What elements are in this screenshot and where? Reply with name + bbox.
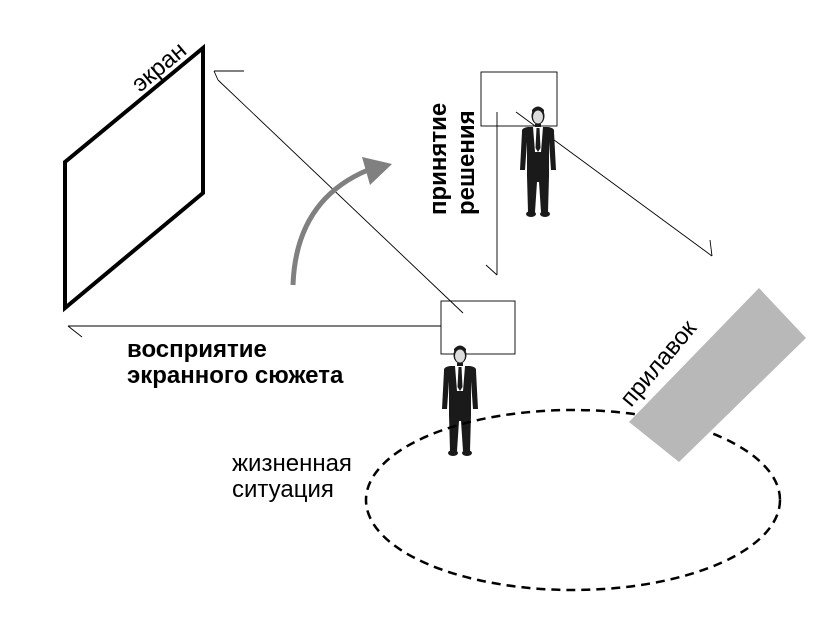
person-figure-icon [520, 106, 556, 217]
decision-label: принятие решения [425, 103, 480, 215]
decision-label-line2: решения [453, 110, 480, 215]
screen-frame [63, 43, 205, 313]
counter-block [629, 288, 806, 462]
gaze-line-to-screen [213, 70, 464, 314]
decision-label-line1: принятие [425, 103, 452, 215]
upper-view-frame [480, 71, 558, 127]
perception-label-line2: экранного сюжета [127, 362, 344, 389]
perception-arrow [67, 325, 441, 338]
life-situation-ellipse [364, 408, 782, 592]
transition-arrow [290, 157, 392, 286]
perception-label-line1: восприятие [127, 336, 267, 363]
situation-label-line1: жизненная [232, 450, 352, 477]
person-figure-icon [442, 345, 478, 456]
situation-label-line2: ситуация [232, 476, 334, 503]
lower-view-frame [440, 300, 516, 355]
decision-vertical-arrow [485, 112, 498, 276]
